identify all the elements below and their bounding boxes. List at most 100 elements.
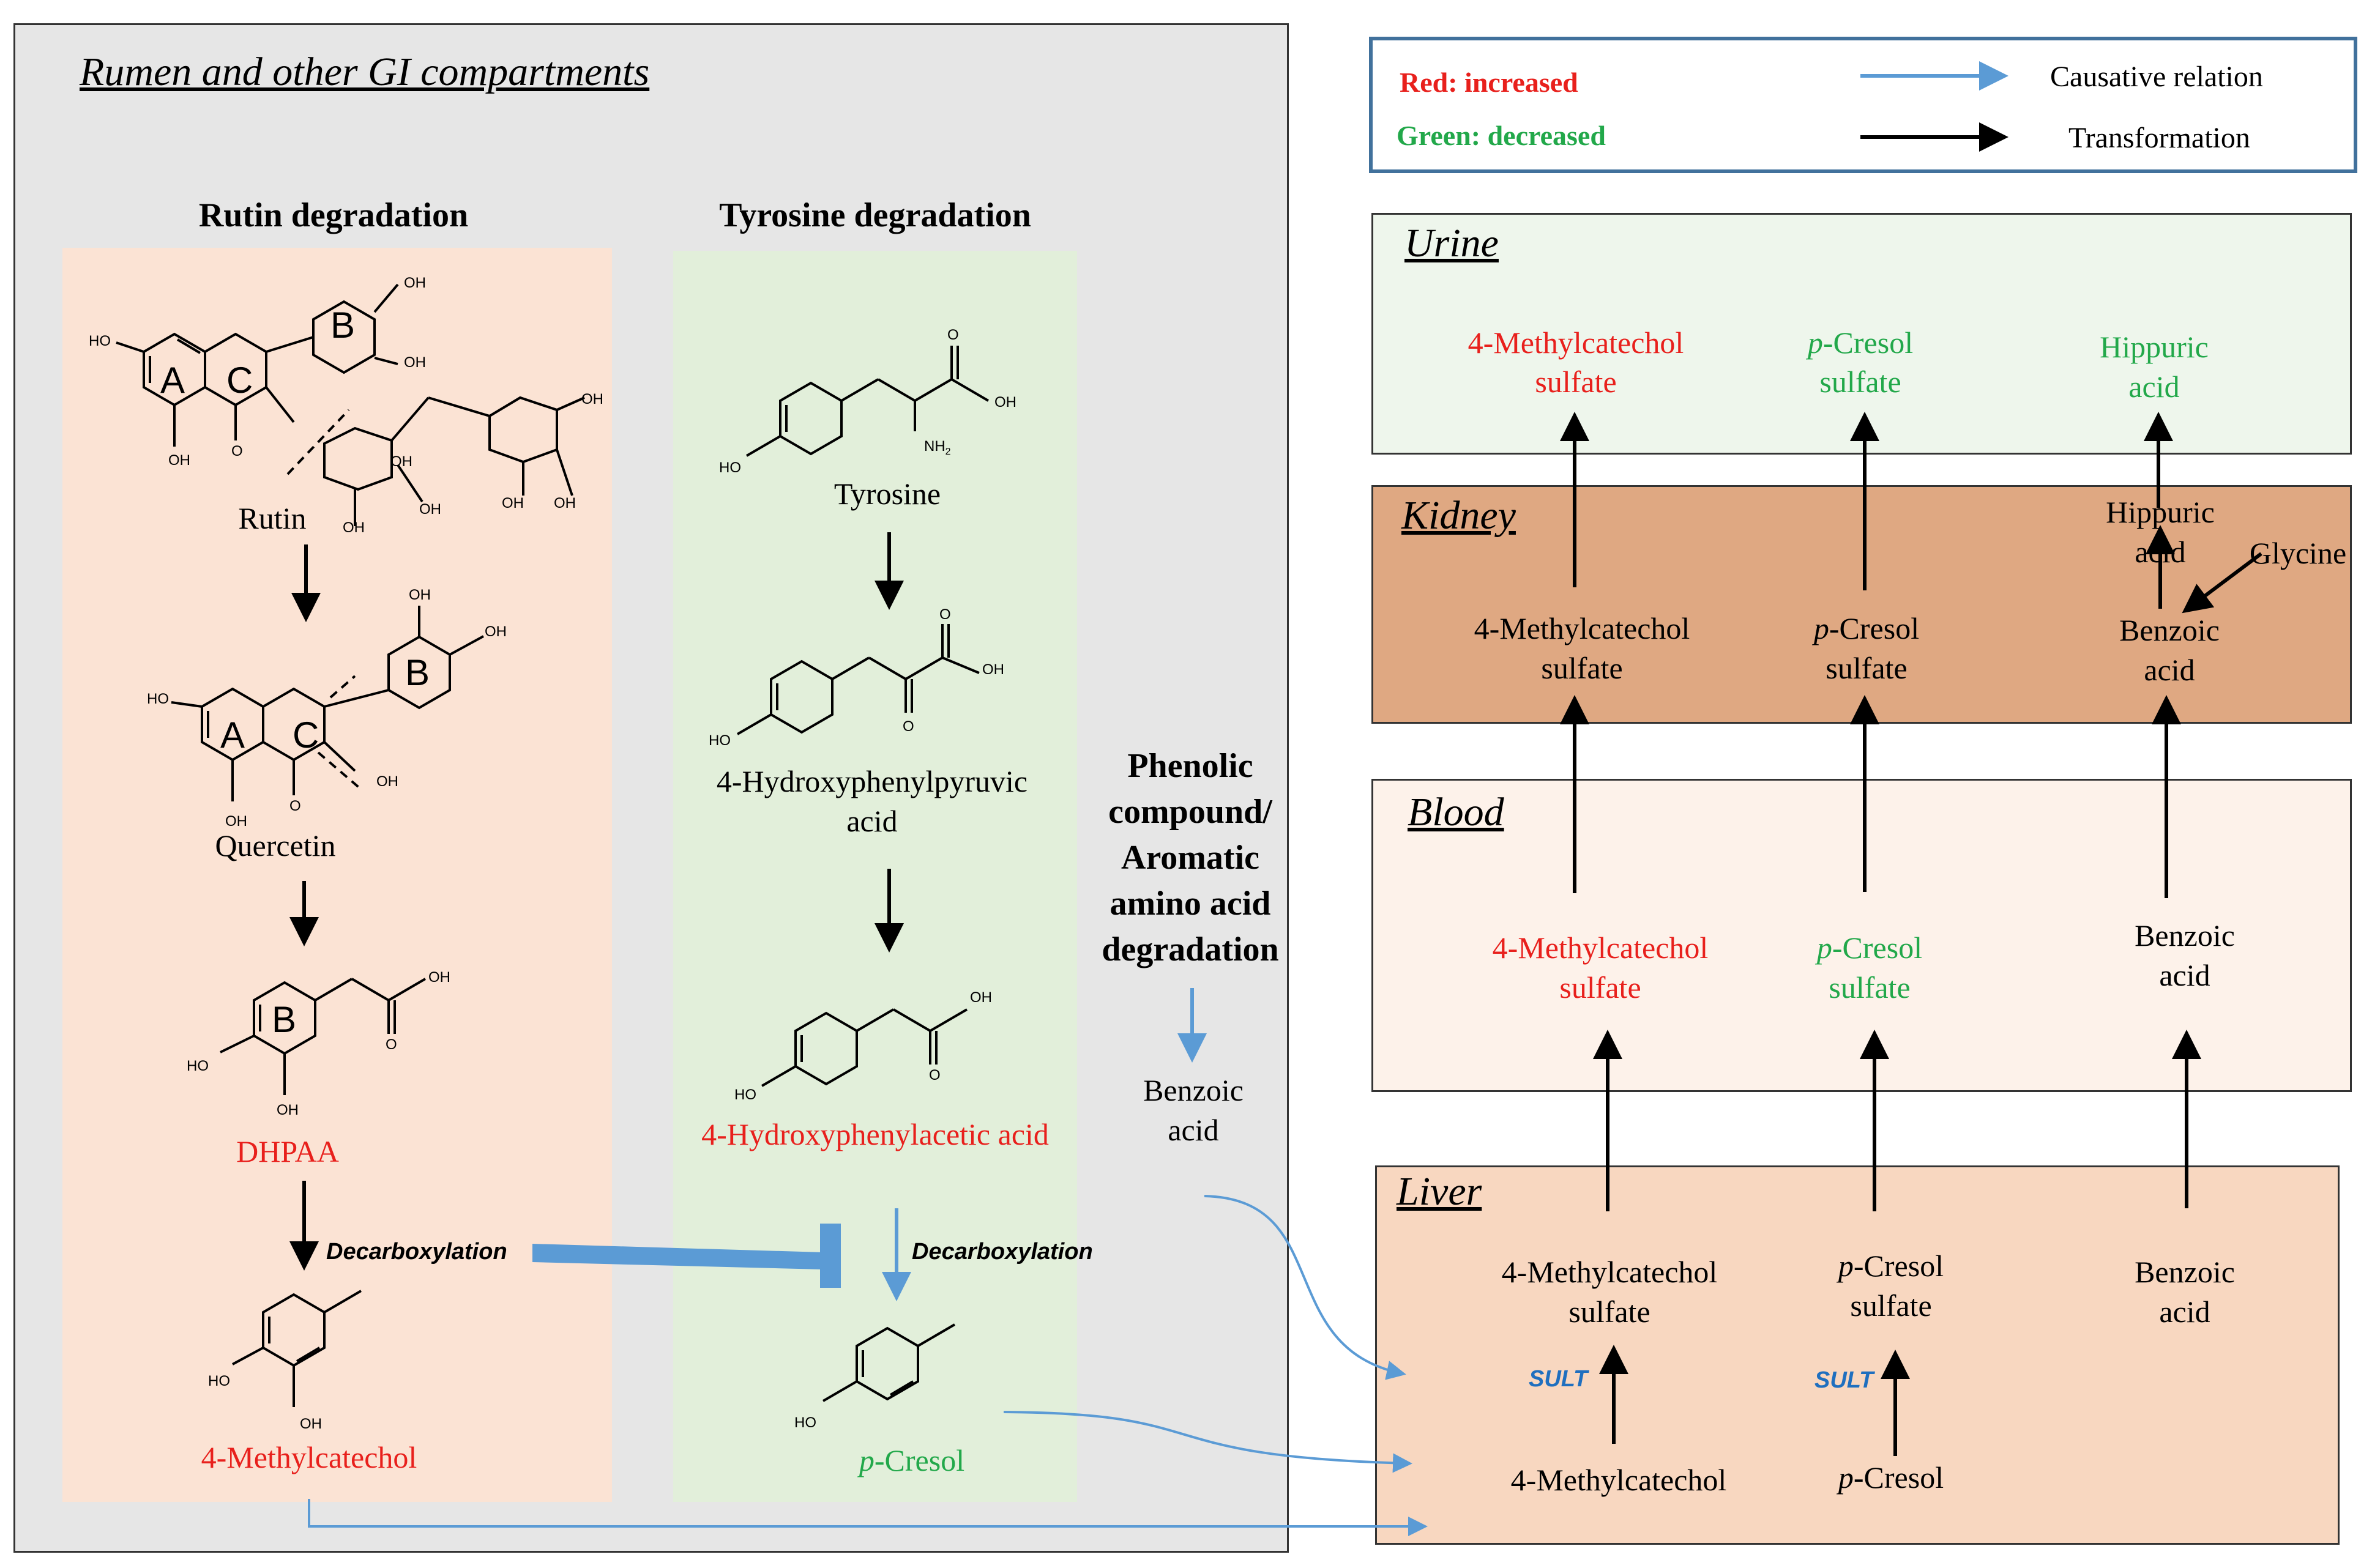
blood-mcs-line2: sulfate xyxy=(1559,970,1641,1005)
dhpaa-label: DHPAA xyxy=(236,1134,339,1169)
legend-transformation: Transformation xyxy=(2068,122,2250,154)
liver-benzoic-line2: acid xyxy=(2159,1295,2210,1329)
urine-mcs-line1: 4-Methylcatechol xyxy=(1468,325,1684,360)
blood-mcs-line1: 4-Methylcatechol xyxy=(1492,931,1709,965)
legend-causative: Causative relation xyxy=(2050,61,2263,93)
liver-pcresol-rest: -Cresol xyxy=(1853,1460,1944,1495)
quercetin-oh-1: OH xyxy=(409,587,431,603)
urine-hippuric-line2: acid xyxy=(2128,370,2180,404)
phenolic-line3: Aromatic xyxy=(1121,839,1259,877)
tyrosine-nh2-subscript: 2 xyxy=(945,447,951,457)
quercetin-oh-4: OH xyxy=(376,773,398,790)
liver-title: Liver xyxy=(1397,1169,1482,1214)
urine-mcs-line2: sulfate xyxy=(1535,365,1617,399)
liver-pcs-line1: p-Cresol xyxy=(1799,1246,1983,1285)
dhpaa-ho: HO xyxy=(187,1058,209,1074)
liver-sult-mc: SULT xyxy=(1529,1366,1588,1392)
quercetin-ring-a: A xyxy=(220,715,245,756)
rutin-structure xyxy=(116,283,585,526)
liver-mcs-line1: 4-Methylcatechol xyxy=(1501,1255,1718,1289)
quercetin-ho: HO xyxy=(147,691,169,707)
quercetin-structure xyxy=(171,606,484,801)
gi-title: Rumen and other GI compartments xyxy=(80,50,650,94)
rutin-o: O xyxy=(231,443,243,459)
kidney-benzoic-line1: Benzoic xyxy=(2119,613,2220,647)
kidney-mcs-line2: sulfate xyxy=(1541,651,1623,685)
blood-pcs-italic: p xyxy=(1816,931,1832,965)
tyrosine-decarboxylation-label: Decarboxylation xyxy=(912,1239,1093,1265)
kidney-benzoic-line2: acid xyxy=(2144,653,2195,687)
methylcatechol-structure xyxy=(232,1290,362,1407)
rutin-decarboxylation-label: Decarboxylation xyxy=(326,1239,507,1265)
urine-pcs-rest: -Cresol xyxy=(1822,325,1914,360)
rutin-ho: HO xyxy=(89,333,111,349)
dhpaa-structure xyxy=(220,978,427,1095)
urine-pcs-line2: sulfate xyxy=(1819,365,1901,399)
rutin-degradation-title: Rutin degradation xyxy=(198,196,469,234)
dhpaa-oh-2: OH xyxy=(277,1102,299,1118)
quercetin-ring-c: C xyxy=(293,715,319,756)
liver-pcresol: p-Cresol xyxy=(1799,1458,1983,1497)
tyrosine-nh2: NH2 xyxy=(924,438,951,457)
blood-title: Blood xyxy=(1408,790,1504,834)
kidney-mcs-line1: 4-Methylcatechol xyxy=(1474,611,1690,645)
methylcatechol-ho: HO xyxy=(208,1373,230,1389)
liver-pcs-rest: -Cresol xyxy=(1853,1249,1944,1283)
urine-hippuric-line1: Hippuric xyxy=(2100,330,2209,364)
hpaa-oh: OH xyxy=(970,989,992,1006)
rutin-oh-2: OH xyxy=(404,354,426,371)
quercetin-label: Quercetin xyxy=(215,828,336,863)
tyrosine-oh: OH xyxy=(994,394,1016,411)
quercetin-oh-2: OH xyxy=(485,623,507,640)
quercetin-ring-b: B xyxy=(405,652,430,693)
hppa-oh: OH xyxy=(982,661,1004,678)
quercetin-oh-3: OH xyxy=(225,813,247,830)
hpaa-structure xyxy=(761,1008,968,1087)
pcresol-label-rest: -Cresol xyxy=(874,1443,965,1477)
liver-pcs-line2: sulfate xyxy=(1850,1288,1932,1323)
blood-pcs-rest: -Cresol xyxy=(1832,931,1923,965)
hppa-label-line2: acid xyxy=(846,804,898,838)
dhpaa-oh-1: OH xyxy=(428,969,450,986)
liver-sult-pc: SULT xyxy=(1814,1367,1874,1393)
methylcatechol-label: 4-Methylcatechol xyxy=(201,1440,417,1474)
pcresol-ho: HO xyxy=(794,1414,816,1431)
kidney-glycine-arrow xyxy=(2182,552,2262,614)
rutin-ring-a: A xyxy=(160,360,185,401)
methylcatechol-oh: OH xyxy=(300,1416,322,1432)
quercetin-cleavage-line-2 xyxy=(317,751,362,790)
kidney-pcs-italic: p xyxy=(1813,611,1829,645)
pcresol-to-liver-arrow xyxy=(1003,1411,1412,1473)
phenolic-line2: compound/ xyxy=(1108,793,1272,831)
pcresol-structure xyxy=(822,1323,956,1402)
rutin-degradation-panel xyxy=(62,248,612,1502)
urine-title: Urine xyxy=(1404,221,1499,266)
inhibition-bar-cap xyxy=(820,1224,841,1288)
liver-panel xyxy=(1375,1165,2340,1545)
rutin-oh-6: OH xyxy=(390,453,412,470)
tyrosine-degradation-panel xyxy=(673,251,1077,1502)
inhibition-bar xyxy=(532,1244,823,1269)
legend-red: Red: increased xyxy=(1400,67,1578,98)
blood-benzoic-line1: Benzoic xyxy=(2135,918,2235,953)
legend-box xyxy=(1369,37,2357,173)
rutin-cleavage-line xyxy=(286,409,350,475)
gi-benzoic-line2: acid xyxy=(1168,1113,1219,1147)
hpaa-ho: HO xyxy=(734,1087,756,1103)
rutin-oh-7: OH xyxy=(502,495,524,511)
rutin-label: Rutin xyxy=(238,501,307,535)
liver-mcs-line2: sulfate xyxy=(1568,1295,1650,1329)
kidney-hippuric-line1: Hippuric xyxy=(2106,495,2215,529)
benzoic-to-liver-arrow xyxy=(1204,1195,1406,1380)
rutin-oh-4: OH xyxy=(343,519,365,536)
legend-green: Green: decreased xyxy=(1397,120,1606,151)
hppa-structure xyxy=(736,624,980,735)
dhpaa-o: O xyxy=(386,1036,397,1053)
hppa-label-line1: 4-Hydroxyphenylpyruvic xyxy=(716,764,1028,798)
tyrosine-ho: HO xyxy=(719,459,741,476)
rutin-oh-3: OH xyxy=(168,452,190,469)
rutin-oh-1: OH xyxy=(404,275,426,291)
blood-pcs-line1: p-Cresol xyxy=(1778,928,1961,967)
blood-pcs-line2: sulfate xyxy=(1829,970,1911,1005)
